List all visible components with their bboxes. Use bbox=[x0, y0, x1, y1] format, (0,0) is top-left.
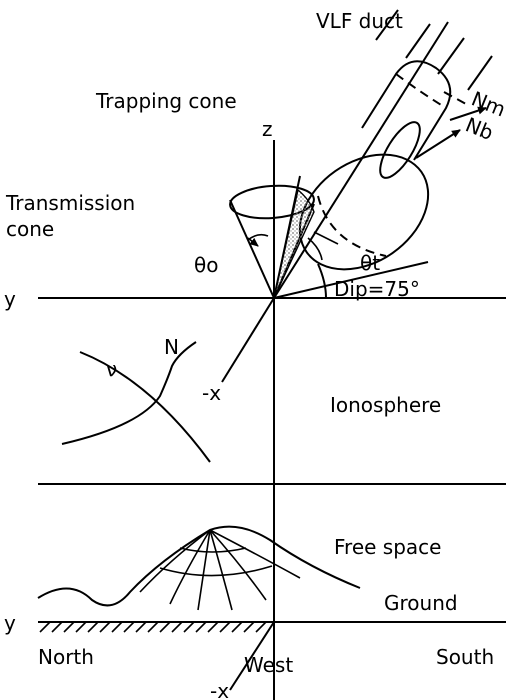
neg-x-lower-label: -x bbox=[210, 679, 229, 700]
south-label: South bbox=[436, 645, 494, 669]
magnetic-field-line bbox=[273, 21, 449, 299]
n-curve bbox=[61, 341, 197, 445]
theta-o-arc bbox=[247, 233, 269, 241]
y-axis-upper-label: y bbox=[4, 287, 16, 311]
dip-arc bbox=[317, 263, 327, 299]
ground-hatching bbox=[39, 621, 267, 633]
n-curve-label: N bbox=[164, 335, 179, 359]
theta-o-arrow bbox=[247, 237, 259, 247]
stippled-region bbox=[273, 188, 315, 299]
duct-cylinder bbox=[361, 60, 452, 179]
theta-t-leader bbox=[313, 231, 339, 245]
z-axis-label: z bbox=[262, 117, 273, 141]
y-axis-lower-label: y bbox=[4, 611, 16, 635]
vlf-duct-label: VLF duct bbox=[316, 9, 403, 33]
ionosphere-label: Ionosphere bbox=[330, 393, 441, 417]
transmission-cone-label-line1: Transmission bbox=[5, 191, 135, 215]
neg-x-axis-lower bbox=[229, 621, 275, 691]
transmission-cone bbox=[229, 184, 315, 299]
theta-o-label: θo bbox=[194, 253, 218, 277]
transmission-cone-label-line2: cone bbox=[6, 217, 54, 241]
neg-x-upper-label: -x bbox=[202, 381, 221, 405]
nu-label: ν bbox=[106, 357, 117, 381]
vlf-duct bbox=[375, 9, 493, 91]
neg-x-axis-upper bbox=[221, 297, 275, 383]
nm-nb-arrows bbox=[415, 91, 487, 159]
west-label: West bbox=[244, 653, 293, 677]
north-label: North bbox=[38, 645, 94, 669]
trapping-cone-label: Trapping cone bbox=[95, 89, 237, 113]
theta-t-label: θt bbox=[360, 251, 380, 275]
theta-t-arc bbox=[307, 237, 323, 261]
free-space-label: Free space bbox=[334, 535, 441, 559]
ground-hill bbox=[37, 525, 361, 611]
dip-label: Dip=75° bbox=[334, 277, 420, 301]
ground-label: Ground bbox=[384, 591, 458, 615]
nu-curve bbox=[79, 351, 211, 463]
